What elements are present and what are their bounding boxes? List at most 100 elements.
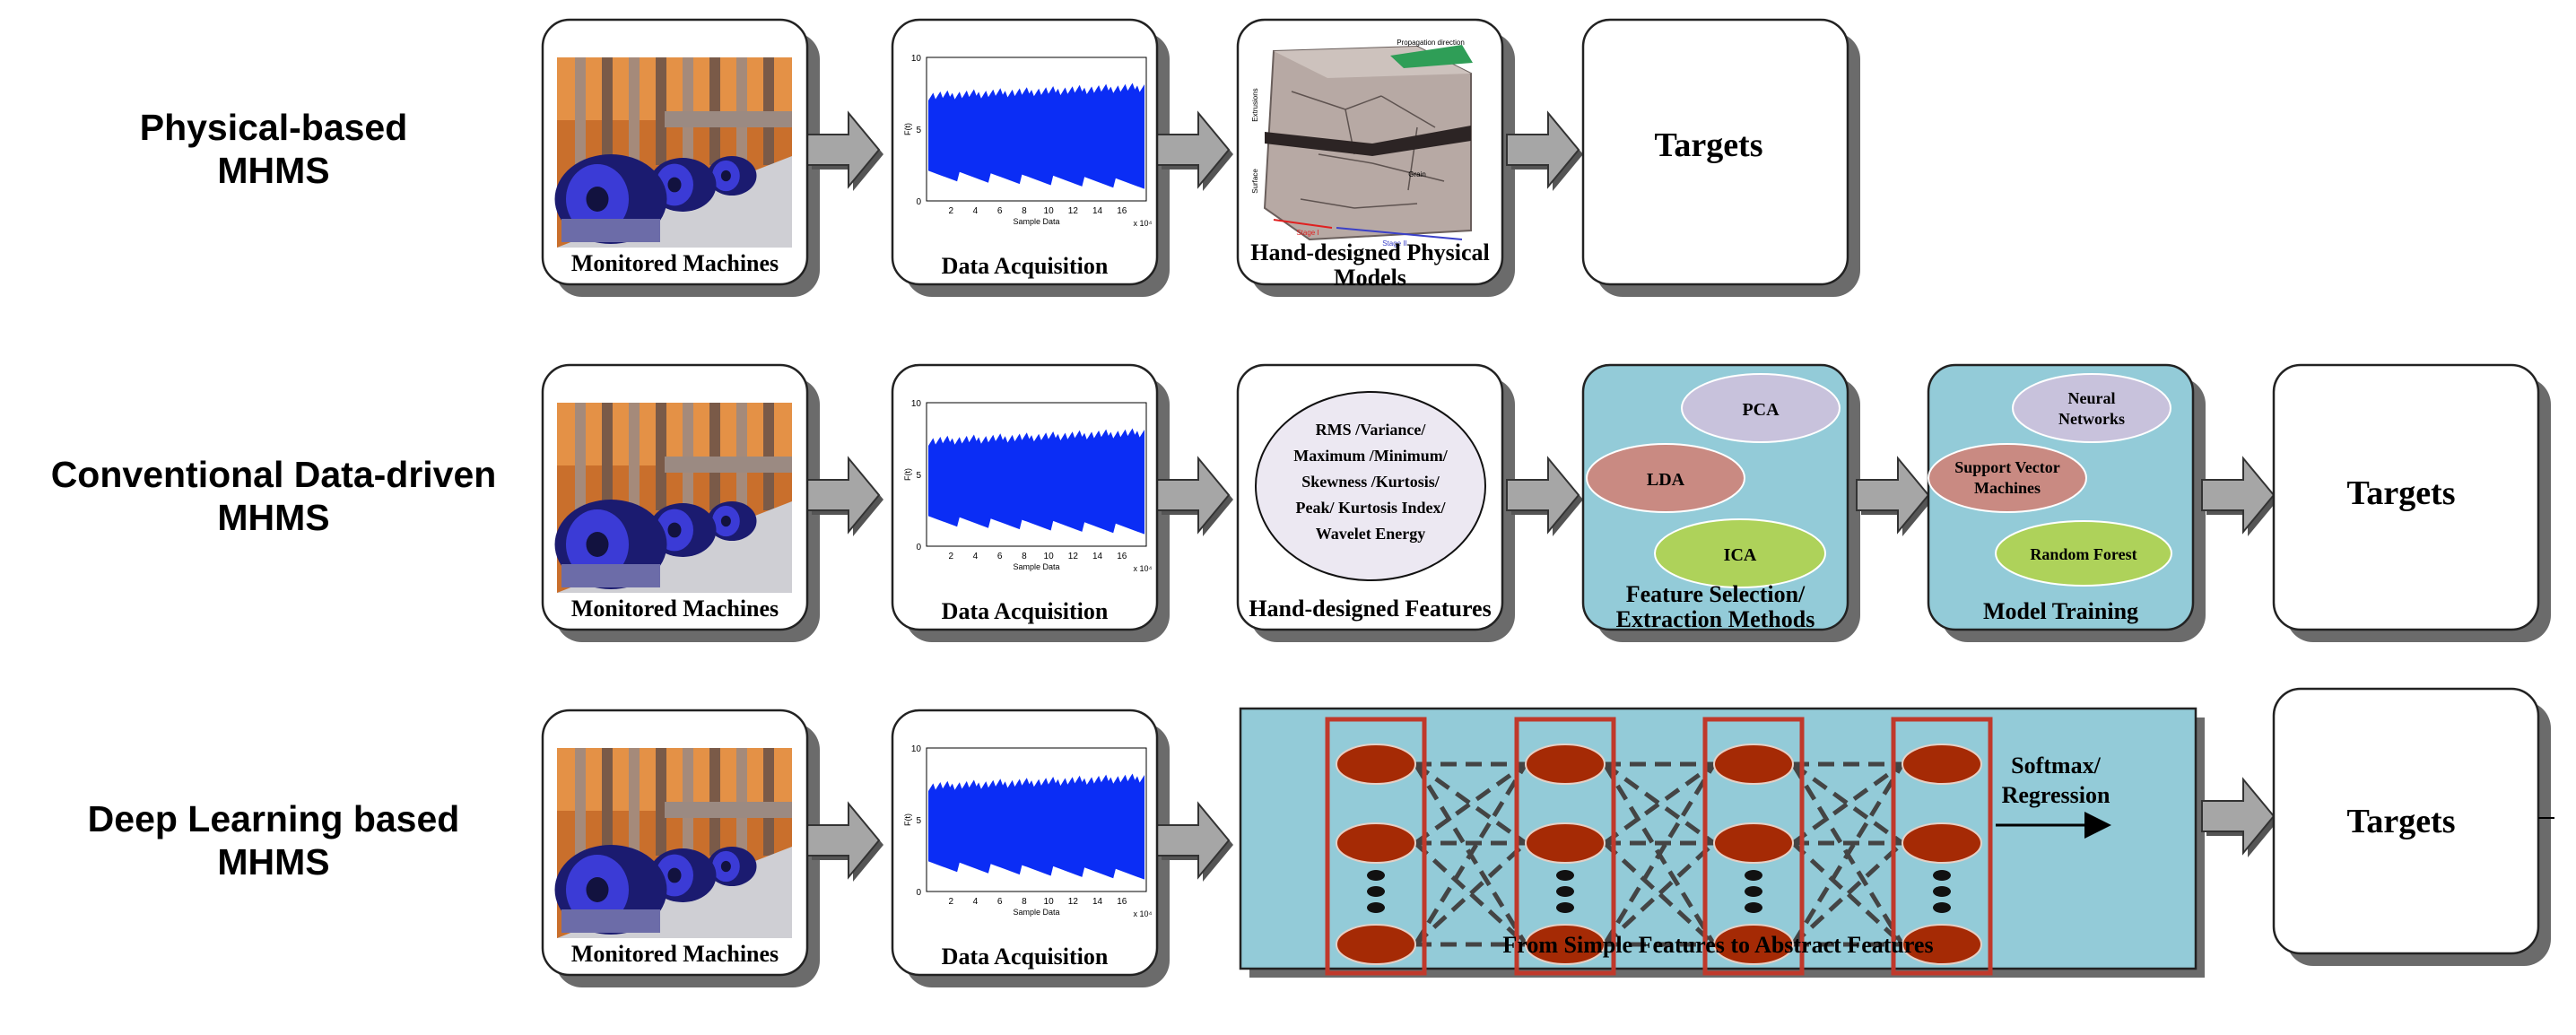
- neuron-node: [1525, 924, 1606, 965]
- network-connection: [1603, 761, 1716, 846]
- x-tick-label: 2: [948, 552, 953, 561]
- network-connection: [1791, 761, 1904, 846]
- box-monitored-machines: Monitored Machines: [541, 363, 809, 631]
- photo-pipe: [629, 57, 640, 165]
- photo-pipe: [629, 403, 640, 510]
- neuron-node: [1336, 744, 1416, 785]
- lda-ellipse: [1586, 443, 1745, 513]
- photo-motor-hub: [667, 867, 682, 883]
- network-layer-box: [1702, 717, 1805, 976]
- network-layer-box: [1514, 717, 1616, 976]
- ellipsis-dot: [1556, 870, 1574, 881]
- propagation-band: [1390, 45, 1473, 68]
- photo-pipe: [575, 57, 586, 165]
- feature-item: Peak/ Kurtosis Index/: [1295, 499, 1446, 517]
- machine-photo: [554, 403, 792, 593]
- y-tick-label: 0: [916, 888, 921, 898]
- caption-targets: Targets: [2346, 474, 2455, 512]
- ica-ellipse: [1654, 518, 1826, 588]
- x-axis-label: Sample Data: [1013, 217, 1059, 226]
- svm-ellipse: [1928, 443, 2087, 513]
- x-tick-label: 2: [948, 897, 953, 907]
- neuron-node: [1902, 924, 1982, 965]
- flow-arrow: [1506, 456, 1580, 535]
- photo-pipe: [656, 748, 666, 856]
- flow-arrow: [806, 456, 881, 535]
- flow-arrow: [1156, 801, 1231, 880]
- x-tick-label: 6: [997, 552, 1003, 561]
- photo-pipe-horizontal: [665, 802, 792, 818]
- photo-pipe: [575, 748, 586, 856]
- feature-item: Maximum /Minimum/: [1293, 447, 1448, 465]
- photo-motor-hub: [667, 522, 682, 538]
- box-targets: Targets: [2272, 363, 2540, 631]
- grain-boundary: [1380, 95, 1436, 128]
- x-tick-label: 14: [1092, 897, 1103, 907]
- network-connection: [1414, 761, 1527, 846]
- photo-motor-hub: [720, 170, 731, 182]
- signal-waveform: [928, 773, 1144, 880]
- network-connection: [1414, 761, 1527, 846]
- nn-ellipse: [2012, 373, 2171, 443]
- y-tick-label: 10: [911, 399, 922, 409]
- x-tick-label: 12: [1068, 552, 1079, 561]
- photo-motor-hub: [586, 532, 609, 557]
- nn-label: Networks: [2058, 410, 2125, 428]
- network-connection: [1602, 762, 1717, 946]
- pca-ellipse: [1681, 373, 1841, 443]
- network-connection: [1413, 762, 1528, 946]
- x-tick-label: 16: [1117, 206, 1127, 216]
- y-tick-label: 5: [916, 126, 921, 135]
- x-axis-exponent: x 10⁴: [1134, 219, 1153, 228]
- grain-boundary: [1353, 203, 1418, 209]
- caption-targets: Targets: [1654, 126, 1762, 164]
- x-axis-label: Sample Data: [1013, 562, 1059, 571]
- photo-pipe: [602, 57, 613, 165]
- flow-arrow: [1156, 456, 1231, 535]
- ellipsis-dot: [1933, 870, 1951, 881]
- ellipsis-dot: [1745, 870, 1762, 881]
- flow-arrow: [1856, 456, 1930, 535]
- stage1-arrow: [1273, 219, 1333, 229]
- flow-arrow: [2201, 456, 2276, 535]
- flow-arrow: [2201, 777, 2276, 856]
- extrusions-label: Extrusions: [1251, 88, 1259, 121]
- pipeline-boxes: Monitored Machines 10 5 0 2 4 6 8 10 12 14 16Sample…: [541, 18, 2554, 977]
- caption-targets: Targets: [2346, 803, 2455, 840]
- x-tick-label: 6: [997, 206, 1003, 216]
- grain-boundary: [1345, 95, 1382, 110]
- neuron-node: [1713, 924, 1794, 965]
- box-targets-frame: [2272, 363, 2540, 631]
- network-connection: [1791, 761, 1904, 846]
- network-connection: [1603, 761, 1716, 846]
- caption-data-acquisition: Data Acquisition: [942, 598, 1109, 624]
- plot-frame: [926, 747, 1147, 892]
- feature-item: Skewness /Kurtosis/: [1301, 473, 1440, 491]
- x-tick-label: 10: [1044, 897, 1055, 907]
- slip-crack: [1265, 126, 1471, 156]
- flow-arrow: [806, 110, 881, 189]
- x-tick-label: 4: [973, 897, 979, 907]
- x-tick-label: 10: [1044, 206, 1055, 216]
- x-tick-label: 6: [997, 897, 1003, 907]
- photo-pipe: [602, 403, 613, 510]
- box-hand-features: RMS /Variance/Maximum /Minimum/Skewness …: [1236, 363, 1504, 631]
- y-tick-label: 5: [916, 816, 921, 826]
- grain-boundary: [1371, 162, 1445, 182]
- feature-item: RMS /Variance/: [1316, 421, 1427, 439]
- caption-data-acquisition: Data Acquisition: [942, 944, 1109, 970]
- box-targets: Targets: [1581, 18, 1849, 286]
- x-tick-label: 8: [1022, 206, 1027, 216]
- ellipsis-dot: [1367, 886, 1385, 897]
- grain-boundary: [1291, 91, 1346, 110]
- y-axis-label: F(t): [903, 468, 912, 481]
- x-tick-label: 8: [1022, 897, 1027, 907]
- photo-motor-hub: [667, 177, 682, 193]
- caption-physical-models: Hand-designed Physical: [1250, 239, 1490, 265]
- svm-label: Machines: [1974, 479, 2041, 497]
